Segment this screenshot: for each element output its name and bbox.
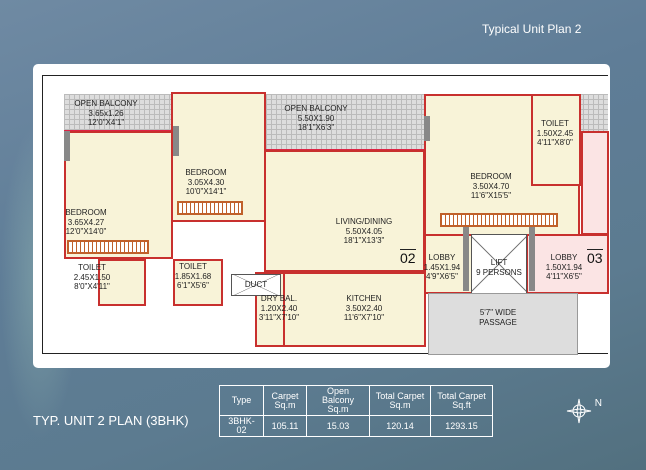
passage bbox=[428, 293, 578, 355]
lift-shaft bbox=[471, 234, 527, 294]
wardrobe bbox=[67, 240, 149, 254]
wardrobe bbox=[177, 201, 243, 215]
toilet-3 bbox=[531, 94, 581, 186]
unit-number-02: 02 bbox=[400, 249, 416, 266]
cell-balcony: 15.03 bbox=[306, 415, 370, 437]
cell-total-sqm: 120.14 bbox=[369, 415, 431, 437]
compass-north-label: N bbox=[594, 398, 603, 409]
cell-carpet: 105.11 bbox=[263, 415, 307, 437]
plan-name: TYP. UNIT 2 PLAN (3BHK) bbox=[33, 413, 189, 428]
bedroom-2 bbox=[171, 92, 266, 222]
wall-column bbox=[529, 226, 535, 291]
toilet-2 bbox=[173, 259, 223, 306]
bedroom-1 bbox=[64, 131, 173, 259]
living-dining bbox=[264, 150, 425, 272]
header-cell: Type bbox=[219, 385, 264, 416]
adjacent-unit bbox=[581, 131, 609, 235]
wall-column bbox=[424, 116, 430, 141]
page-title: Typical Unit Plan 2 bbox=[482, 22, 582, 36]
unit-number-03: 03 bbox=[587, 249, 603, 266]
duct-label: DUCT bbox=[244, 280, 268, 289]
toilet-1 bbox=[98, 259, 146, 306]
duct-shaft bbox=[231, 274, 281, 296]
compass-rose-icon bbox=[566, 398, 592, 424]
open-balcony-1 bbox=[64, 94, 171, 132]
open-balcony-2 bbox=[266, 94, 424, 151]
table-row: 3BHK-02 105.11 15.03 120.14 1293.15 bbox=[219, 415, 493, 437]
wall-column bbox=[463, 226, 469, 291]
wardrobe bbox=[440, 213, 558, 227]
wall-column bbox=[173, 126, 179, 156]
wall-column bbox=[64, 131, 70, 161]
compass: N bbox=[566, 398, 606, 424]
kitchen bbox=[283, 272, 426, 347]
cell-type: 3BHK-02 bbox=[219, 415, 264, 437]
cell-total-sqft: 1293.15 bbox=[430, 415, 493, 437]
